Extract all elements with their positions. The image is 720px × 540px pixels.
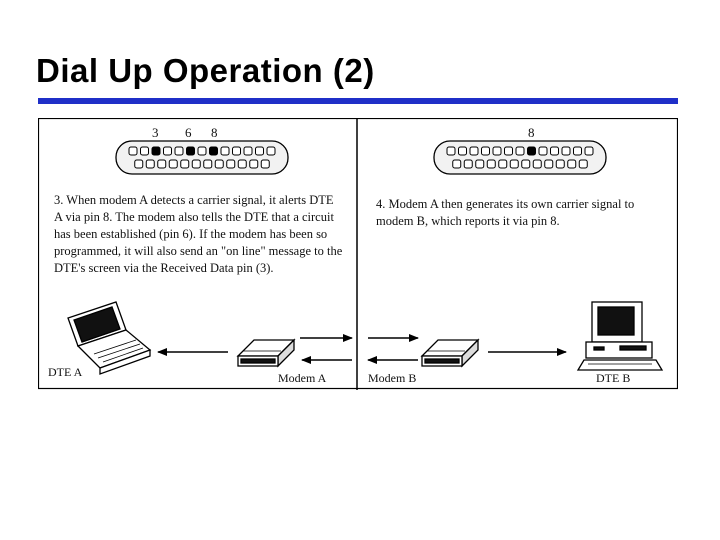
modem-a-icon [236, 338, 296, 368]
left-connector-pin-5 [174, 146, 184, 156]
left-connector-pin-22 [226, 159, 236, 169]
right-connector-pin-9 [538, 146, 548, 156]
diagram-canvas: 3 6 8 8 DTE A Modem A [38, 118, 678, 390]
right-connector-pin-13 [584, 146, 594, 156]
left-connector-pin-19 [191, 159, 201, 169]
right-connector-pin-22 [544, 159, 554, 169]
left-connector-pin-6 [186, 146, 195, 156]
label-dte-a: DTE A [48, 365, 83, 379]
right-connector-pin-25 [578, 159, 588, 169]
right-connector-pin-15 [463, 159, 473, 169]
left-db25-connector [115, 140, 289, 175]
left-connector-pin-7 [197, 146, 207, 156]
right-connector-pin-14 [452, 159, 462, 169]
left-connector-pin-2 [140, 146, 149, 156]
left-connector-pin-14 [134, 159, 144, 169]
right-connector-pin-7 [515, 146, 525, 156]
laptop-icon [67, 301, 152, 375]
left-connector-pin-15 [145, 159, 155, 169]
right-connector-pin-24 [567, 159, 577, 169]
dial-up-diagram: 3 6 8 8 DTE A Modem A [38, 118, 678, 390]
right-connector-pin-6 [504, 146, 513, 156]
left-connector-pin-24 [249, 159, 259, 169]
right-connector-pin-2 [458, 146, 467, 156]
left-connector-pin-4 [163, 146, 172, 156]
left-connector-pin-1 [128, 146, 138, 156]
label-dte-b: DTE B [596, 371, 630, 385]
left-connector-pin-17 [168, 159, 178, 169]
left-connector-pin-10 [232, 146, 241, 156]
left-connector-pin-21 [214, 159, 224, 169]
figure-frame [38, 118, 678, 390]
left-connector-pin-16 [157, 159, 167, 169]
right-db25-connector [433, 140, 607, 175]
pin-number-6: 6 [185, 125, 192, 140]
pin-number-8-right: 8 [528, 125, 535, 140]
left-connector-pin-18 [180, 159, 190, 169]
right-connector-pin-18 [498, 159, 508, 169]
right-connector-pin-11 [561, 146, 571, 156]
modem-b-icon [420, 338, 480, 368]
left-connector-pin-11 [243, 146, 253, 156]
left-connector-pin-25 [260, 159, 270, 169]
pin-number-8: 8 [211, 125, 218, 140]
left-connector-pin-8 [209, 146, 218, 156]
pin-number-3: 3 [152, 125, 159, 140]
left-connector-pin-13 [266, 146, 276, 156]
step-3-description: 3. When modem A detects a carrier signal… [54, 193, 343, 275]
right-connector-pin-19 [509, 159, 519, 169]
right-connector-pin-1 [446, 146, 456, 156]
label-modem-a: Modem A [278, 371, 327, 385]
right-connector-pin-20 [521, 159, 531, 169]
right-connector-pin-12 [573, 146, 582, 156]
right-connector-pin-10 [550, 146, 559, 156]
label-modem-b: Modem B [368, 371, 416, 385]
left-connector-pin-9 [220, 146, 230, 156]
right-connector-pin-4 [481, 146, 490, 156]
left-connector-pin-20 [203, 159, 213, 169]
right-connector-pin-16 [475, 159, 485, 169]
slide-title: Dial Up Operation (2) [36, 52, 375, 89]
left-connector-pin-3 [151, 146, 161, 156]
right-connector-pin-3 [469, 146, 479, 156]
right-connector-pin-17 [486, 159, 496, 169]
right-connector-pin-8 [527, 146, 536, 156]
right-connector-pin-5 [492, 146, 502, 156]
desktop-computer-icon [576, 301, 664, 371]
right-connector-pin-23 [555, 159, 565, 169]
left-connector-pin-12 [255, 146, 264, 156]
title-underline [38, 98, 678, 104]
right-connector-pin-21 [532, 159, 542, 169]
step-4-description: 4. Modem A then generates its own carrie… [376, 197, 635, 228]
left-connector-pin-23 [237, 159, 247, 169]
